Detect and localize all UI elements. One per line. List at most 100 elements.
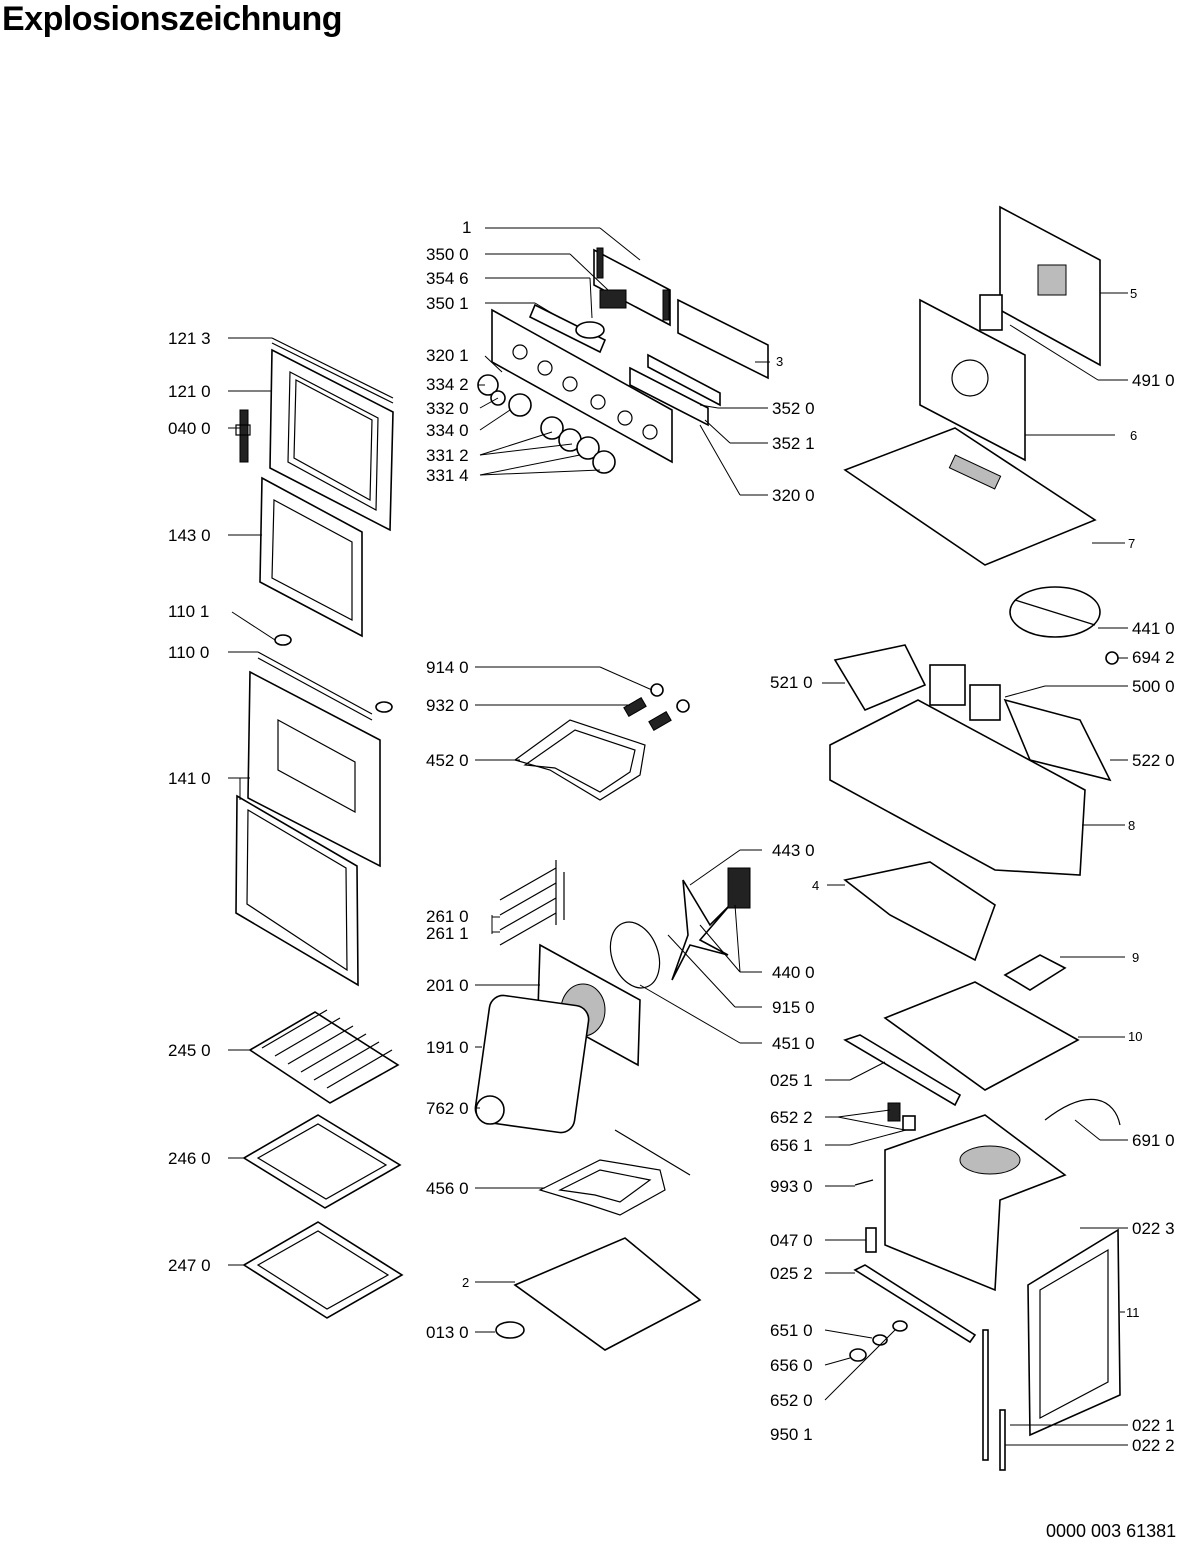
lamp-parts xyxy=(849,1320,908,1362)
label-191-0: 191 0 xyxy=(426,1038,469,1057)
part-labels: 1 350 0 354 6 350 1 320 1 334 2 332 0 33… xyxy=(168,218,1175,1455)
label-201-0: 201 0 xyxy=(426,976,469,995)
control-knobs xyxy=(477,374,616,474)
electronics-board xyxy=(929,664,1001,721)
door-gasket-frame xyxy=(235,794,359,987)
label-456-0: 456 0 xyxy=(426,1179,469,1198)
lamp-cover xyxy=(475,1095,505,1125)
element-holder xyxy=(623,683,690,732)
small-bracket xyxy=(1003,954,1067,991)
label-451-0: 451 0 xyxy=(772,1034,815,1053)
back-panel xyxy=(999,205,1101,367)
label-1: 1 xyxy=(462,218,471,237)
label-047-0: 047 0 xyxy=(770,1231,813,1250)
fan-ring-element xyxy=(609,921,661,989)
inner-glass-panel xyxy=(259,476,363,638)
page-title: Explosionszeichnung xyxy=(2,0,342,38)
chassis-frame xyxy=(829,699,1086,876)
bottom-plate xyxy=(513,1237,702,1351)
outer-door-glass xyxy=(247,670,381,868)
label-141-0: 141 0 xyxy=(168,769,211,788)
label-143-0: 143 0 xyxy=(168,526,211,545)
switch-block xyxy=(599,289,627,309)
label-352-0: 352 0 xyxy=(772,399,815,418)
label-025-2: 025 2 xyxy=(770,1264,813,1283)
label-5: 5 xyxy=(1130,286,1137,301)
label-110-0: 110 0 xyxy=(168,643,209,662)
door-bar xyxy=(257,651,373,721)
label-521-0: 521 0 xyxy=(770,673,813,692)
label-694-2: 694 2 xyxy=(1132,648,1175,667)
fan-housing-plate xyxy=(919,294,1026,462)
label-932-0: 932 0 xyxy=(426,696,469,715)
cooling-fan xyxy=(1009,586,1101,638)
label-652-0: 652 0 xyxy=(770,1391,813,1410)
bottom-rail xyxy=(853,1264,977,1344)
label-245-0: 245 0 xyxy=(168,1041,211,1060)
label-914-0: 914 0 xyxy=(426,658,469,677)
label-500-0: 500 0 xyxy=(1132,677,1175,696)
side-trim-strips xyxy=(982,1329,1006,1471)
label-522-0: 522 0 xyxy=(1132,751,1175,770)
label-013-0: 013 0 xyxy=(426,1323,469,1342)
door-hinge xyxy=(235,409,251,463)
bottom-heating-element xyxy=(538,1129,691,1216)
label-022-1: 022 1 xyxy=(1132,1416,1175,1435)
label-441-0: 441 0 xyxy=(1132,619,1175,638)
label-246-0: 246 0 xyxy=(168,1149,211,1168)
label-320-0: 320 0 xyxy=(772,486,815,505)
label-025-1: 025 1 xyxy=(770,1071,813,1090)
label-040-0: 040 0 xyxy=(168,419,211,438)
label-334-0: 334 0 xyxy=(426,421,469,440)
label-440-0: 440 0 xyxy=(772,963,815,982)
leader-lines xyxy=(228,227,1128,1446)
screw xyxy=(854,1179,874,1186)
relay-module xyxy=(833,644,927,712)
label-110-1: 110 1 xyxy=(168,602,209,621)
label-7: 7 xyxy=(1128,536,1135,551)
panel-bracket-1 xyxy=(593,247,671,327)
panel-bracket-3 xyxy=(677,298,769,380)
door-clip xyxy=(274,634,393,713)
top-plate xyxy=(883,981,1080,1091)
label-121-0: 121 0 xyxy=(168,382,211,401)
label-11: 11 xyxy=(1126,1305,1140,1320)
power-module xyxy=(1003,698,1112,782)
label-656-1: 656 1 xyxy=(770,1136,813,1155)
top-cover xyxy=(843,427,1097,566)
label-354-6: 354 6 xyxy=(426,269,469,288)
label-4: 4 xyxy=(812,878,819,893)
label-247-0: 247 0 xyxy=(168,1256,211,1275)
side-strip xyxy=(843,1034,962,1107)
label-022-2: 022 2 xyxy=(1132,1436,1175,1455)
oven-cavity xyxy=(884,1114,1067,1292)
inner-door-frame xyxy=(269,348,394,532)
thermostat xyxy=(1105,651,1119,665)
label-651-0: 651 0 xyxy=(770,1321,813,1340)
label-691-0: 691 0 xyxy=(1132,1131,1175,1150)
flat-tray xyxy=(242,1221,404,1319)
label-334-2: 334 2 xyxy=(426,375,469,394)
label-2: 2 xyxy=(462,1275,469,1290)
label-652-2: 652 2 xyxy=(770,1108,813,1127)
label-022-3: 022 3 xyxy=(1132,1219,1175,1238)
label-950-1: 950 1 xyxy=(770,1425,813,1444)
side-rack xyxy=(499,860,565,946)
label-3: 3 xyxy=(776,354,783,369)
top-heating-element xyxy=(513,719,646,801)
label-993-0: 993 0 xyxy=(770,1177,813,1196)
label-331-2: 331 2 xyxy=(426,446,469,465)
document-number: 0000 003 61381 xyxy=(1046,1521,1177,1541)
lamp-holder xyxy=(887,1102,916,1131)
foot xyxy=(495,1321,525,1339)
baking-tray xyxy=(242,1114,402,1209)
label-352-1: 352 1 xyxy=(772,434,815,453)
label-332-0: 332 0 xyxy=(426,399,469,418)
label-10: 10 xyxy=(1128,1029,1142,1044)
label-443-0: 443 0 xyxy=(772,841,815,860)
side-support xyxy=(843,861,996,962)
door-top-strip xyxy=(271,337,394,404)
label-762-0: 762 0 xyxy=(426,1099,469,1118)
label-656-0: 656 0 xyxy=(770,1356,813,1375)
